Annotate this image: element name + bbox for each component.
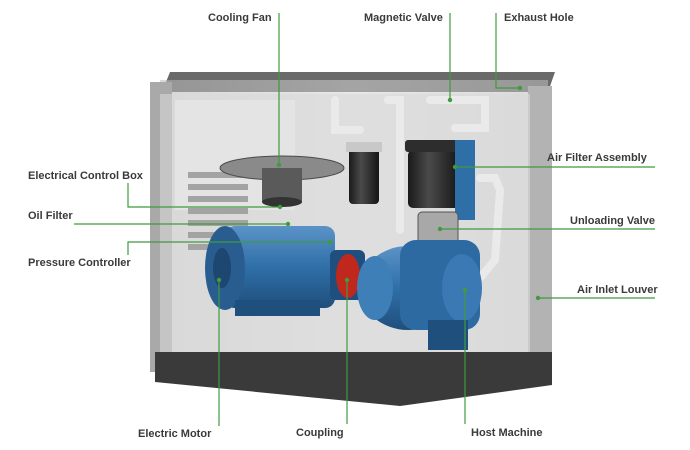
label-oil-filter: Oil Filter (28, 210, 73, 222)
leader-electrical-control-box (127, 183, 280, 208)
label-air-inlet-louver: Air Inlet Louver (577, 284, 658, 296)
label-exhaust-hole: Exhaust Hole (504, 12, 574, 24)
leader-exhaust-hole (495, 13, 520, 89)
leader-pressure-controller (127, 241, 330, 255)
label-electric-motor: Electric Motor (138, 428, 212, 440)
label-host-machine: Host Machine (471, 427, 543, 439)
air-filter-assembly (405, 140, 475, 220)
label-magnetic-valve: Magnetic Valve (364, 12, 443, 24)
electric-motor (205, 226, 335, 316)
cooling-fan (219, 155, 345, 207)
label-pressure-controller: Pressure Controller (28, 257, 131, 269)
label-air-filter-assembly: Air Filter Assembly (547, 152, 647, 164)
leader-dots (216, 85, 541, 301)
label-unloading-valve: Unloading Valve (570, 215, 655, 227)
label-electrical-control-box: Electrical Control Box (28, 170, 143, 182)
piping (331, 96, 505, 294)
label-coupling: Coupling (296, 427, 344, 439)
leader-lines (74, 13, 655, 426)
cabinet-base (155, 352, 552, 406)
coupling (330, 250, 365, 300)
oil-filter (346, 142, 382, 204)
label-cooling-fan: Cooling Fan (208, 12, 272, 24)
host-machine (357, 240, 482, 350)
